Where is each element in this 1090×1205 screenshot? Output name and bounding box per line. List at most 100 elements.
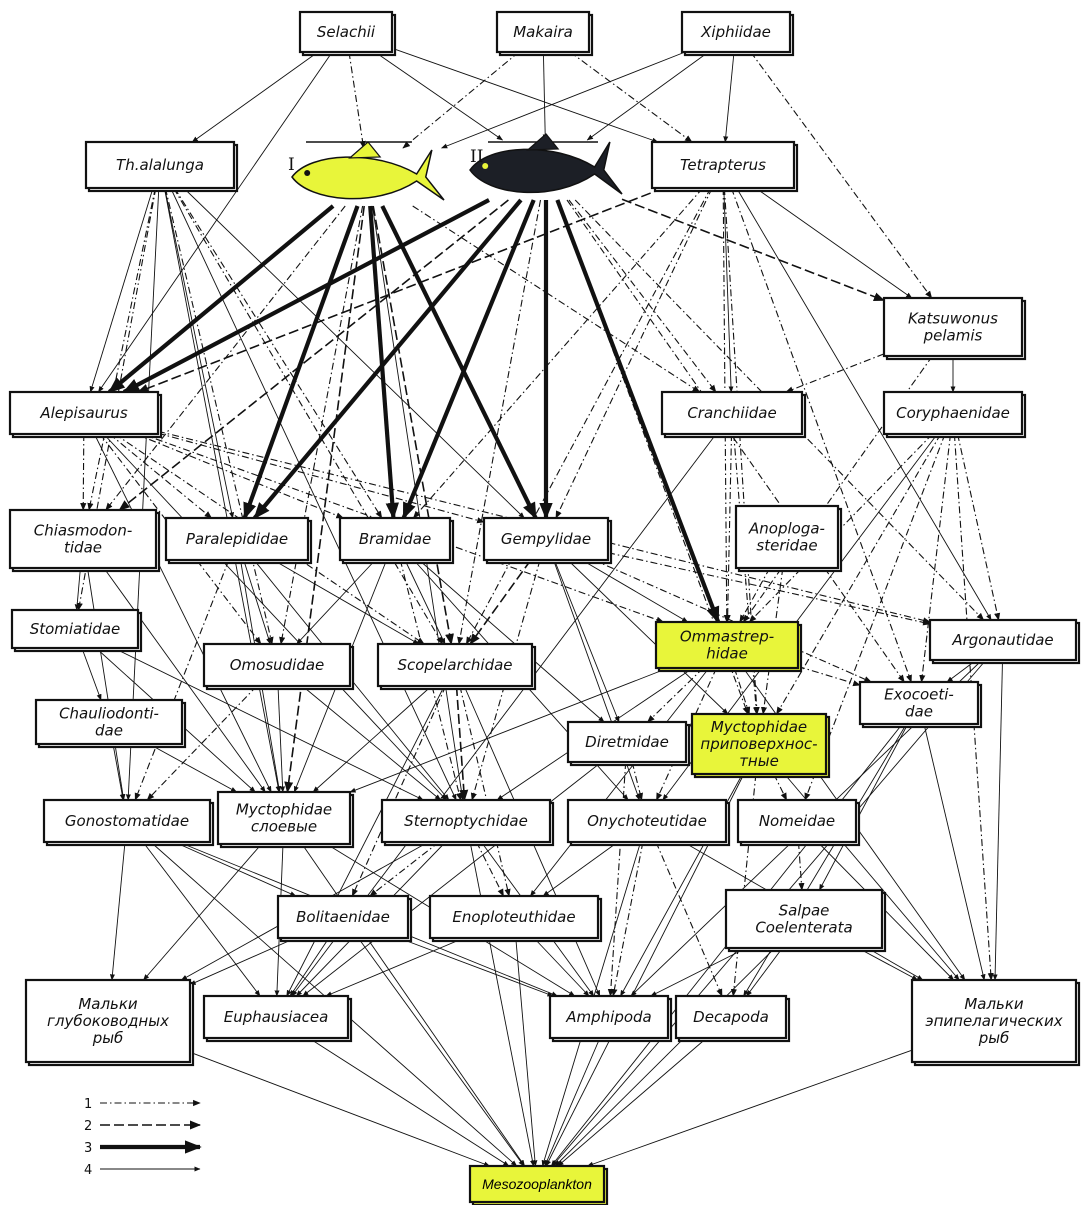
taxon-label: слоевые [251, 818, 317, 836]
legend-number: 4 [84, 1163, 92, 1178]
feeding-link-bramidae-to-omosudidae [296, 559, 376, 645]
taxon-label: Enoploteuthidae [452, 908, 575, 926]
feeding-link-myctophidae_layer-to-malki_deep [143, 843, 262, 981]
box-frame [428, 894, 600, 940]
taxon-label: Tetrapterus [680, 156, 766, 174]
feeding-link-bolitaenidae-to-amphipoda [398, 937, 554, 997]
feeding-link-bramidae-to-diretmidae [418, 559, 605, 723]
legend-number: 3 [84, 1141, 92, 1156]
feeding-link-fish2-to-chiasmodon [118, 199, 509, 511]
feeding-link-chiasmodon-to-stomiatidae [74, 567, 81, 611]
feeding-link-fish1-to-alepisaurus [107, 204, 335, 394]
feeding-link-scopelarchidae-to-enoploteuthidae [459, 685, 511, 897]
taxon-label: Selachii [317, 23, 376, 41]
feeding-link-thalalunga-to-alepisaurus [89, 187, 154, 393]
feeding-link-tetrapterus-to-katsuwonus [755, 187, 913, 299]
fish-eye [304, 170, 311, 176]
feeding-link-omosudidae-to-gonostomatidae [146, 685, 258, 801]
fish-fin [348, 141, 382, 159]
feeding-link-thalalunga-to-omosudidae [164, 187, 274, 645]
feeding-link-ommastrephidae-to-diretmidae [647, 667, 704, 723]
box-frame [338, 516, 452, 562]
feeding-link-coryphaenidae-to-myctophidae_surface [776, 433, 942, 715]
feeding-link-amphipoda-to-mesozooplankton [544, 1037, 601, 1167]
taxon-label: эпипелагических [925, 1012, 1062, 1030]
feeding-link-exocoetidae-to-malki_epi [923, 723, 986, 981]
feeding-link-fish1-to-sternoptychidae [371, 205, 465, 801]
taxon-label: Coelenterata [755, 919, 852, 937]
taxon-label: Omosudidae [230, 656, 325, 674]
feeding-link-scopelarchidae-to-bolitaenidae [351, 685, 447, 897]
feeding-link-ommastrephidae-to-myctophidae_surface [733, 667, 751, 715]
taxon-label: tidae [64, 539, 102, 557]
feeding-link-onychoteuthidae-to-enoploteuthidae [542, 841, 619, 897]
feeding-link-gempylidae-to-myctophidae_surface [567, 559, 729, 715]
tuna-fish1: I [288, 141, 445, 201]
feeding-link-enoploteuthidae-to-euphausiacea [325, 937, 465, 997]
box-frame [468, 1164, 606, 1204]
feeding-link-fish1-to-bramidae [368, 205, 399, 520]
box-frame [495, 10, 591, 54]
fish-label: II [470, 147, 483, 167]
box-frame [928, 618, 1078, 662]
taxon-box-enoploteuthidae: Enoploteuthidae [428, 894, 603, 943]
taxon-label: Amphipoda [565, 1008, 651, 1026]
taxon-box-mesozooplankton: Mesozooplankton [468, 1164, 609, 1205]
feeding-link-nomeidae-to-salpae [797, 841, 805, 891]
taxon-box-bramidae: Bramidae [338, 516, 455, 565]
box-frame [674, 994, 788, 1040]
feeding-link-gonostomatidae-to-malki_deep [109, 841, 126, 981]
feeding-link-diretmidae-to-onychoteuthidae [631, 761, 643, 801]
feeding-link-fish1-to-gempylidae [380, 205, 538, 520]
feeding-link-fish2-to-alepisaurus [122, 198, 490, 394]
box-frame [650, 140, 796, 190]
feeding-link-fish2-to-bramidae [401, 199, 536, 520]
box-frame [882, 296, 1024, 358]
feeding-link-katsuwonus-to-cranchiidae [785, 353, 885, 393]
feeding-link-alepisaurus-to-sternoptychidae [103, 433, 447, 801]
taxon-box-exocoetidae: Exocoeti-dae [858, 680, 983, 729]
taxon-label: Myctophidae [711, 718, 807, 736]
taxon-box-chauliodontidae: Chauliodonti-dae [34, 698, 187, 749]
taxon-label: Gonostomatidae [65, 812, 189, 830]
feeding-link-selachii-to-fish1 [348, 51, 366, 149]
feeding-link-salpae-to-decapoda [746, 947, 783, 997]
tuna-fish2: II [469, 133, 623, 195]
taxon-label: Makaira [513, 23, 573, 41]
box-frame [566, 720, 688, 764]
feeding-link-diretmidae-to-euphausiacea [302, 761, 602, 997]
taxon-box-decapoda: Decapoda [674, 994, 791, 1043]
fish-label: I [288, 155, 295, 175]
feeding-link-paralepididae-to-scopelarchidae [273, 559, 420, 645]
legend-number: 2 [84, 1119, 92, 1134]
feeding-link-sternoptychidae-to-mesozooplankton [469, 841, 535, 1167]
box-frame [164, 516, 310, 562]
taxon-label: Anoplogа- [748, 520, 825, 538]
feeding-link-selachii-to-fish2 [374, 51, 504, 141]
feeding-link-salpae-to-malki_epi [857, 947, 919, 981]
box-frame [566, 798, 728, 844]
feeding-link-gempylidae-to-ommastrephidae [581, 559, 689, 623]
feeding-link-bramidae-to-sternoptychidae [399, 559, 462, 801]
feeding-link-cranchiidae-to-ommastrephidae [724, 433, 733, 623]
box-frame [680, 10, 792, 54]
feeding-link-fish2-to-paralepididae [252, 198, 523, 520]
box-frame [8, 390, 160, 436]
feeding-link-fish2-to-scopelarchidae [457, 199, 542, 645]
box-frame [202, 642, 352, 688]
taxon-box-amphipoda: Amphipoda [548, 994, 673, 1043]
feeding-link-alepisaurus-to-chiasmodon [80, 433, 87, 511]
feeding-link-fish1-to-cranchiidae [412, 205, 701, 393]
taxon-label: Stomiatidae [30, 620, 121, 638]
feeding-link-ommastrephidae-to-enoploteuthidae [530, 667, 710, 897]
feeding-link-thalalunga-to-bramidae [174, 187, 383, 519]
feeding-link-coryphaenidae-to-malki_epi [953, 433, 994, 981]
feeding-link-fish1-to-scopelarchidae [372, 205, 454, 646]
feeding-link-sternoptychidae-to-bolitaenidae [369, 841, 440, 897]
feeding-link-thalalunga-to-chiasmodon [87, 187, 156, 511]
feeding-link-bolitaenidae-to-malki_deep [189, 937, 296, 986]
